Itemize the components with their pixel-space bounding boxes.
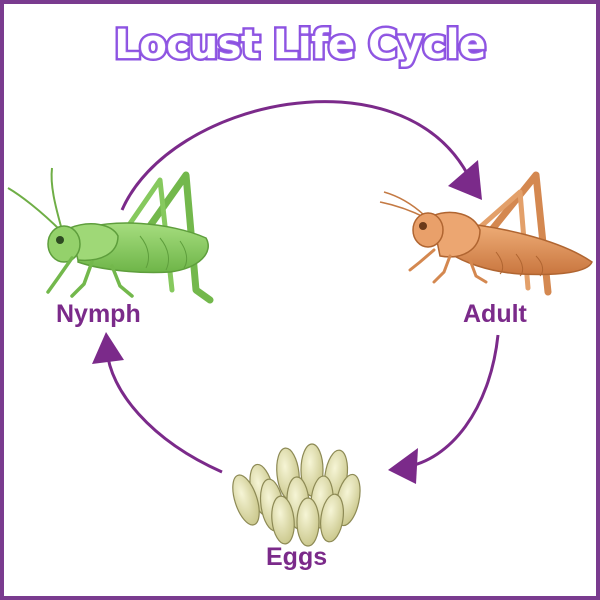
egg-cluster-illustration [232, 443, 361, 547]
stage-label-adult: Adult [463, 300, 527, 328]
arrowhead-icon [448, 160, 482, 200]
grasshopper-adult-illustration [379, 171, 593, 296]
arrow-eggs-to-nymph [92, 332, 223, 474]
arrow-adult-to-eggs [388, 334, 500, 484]
arrowhead-icon [92, 332, 124, 364]
stage-label-eggs: Eggs [266, 543, 328, 571]
arrow-nymph-to-adult [120, 100, 482, 211]
stage-label-nymph: Nymph [56, 300, 141, 328]
diagram-title: Locust Life Cycle [112, 20, 489, 71]
arrowhead-icon [388, 448, 418, 484]
grasshopper-nymph-illustration [7, 167, 214, 304]
